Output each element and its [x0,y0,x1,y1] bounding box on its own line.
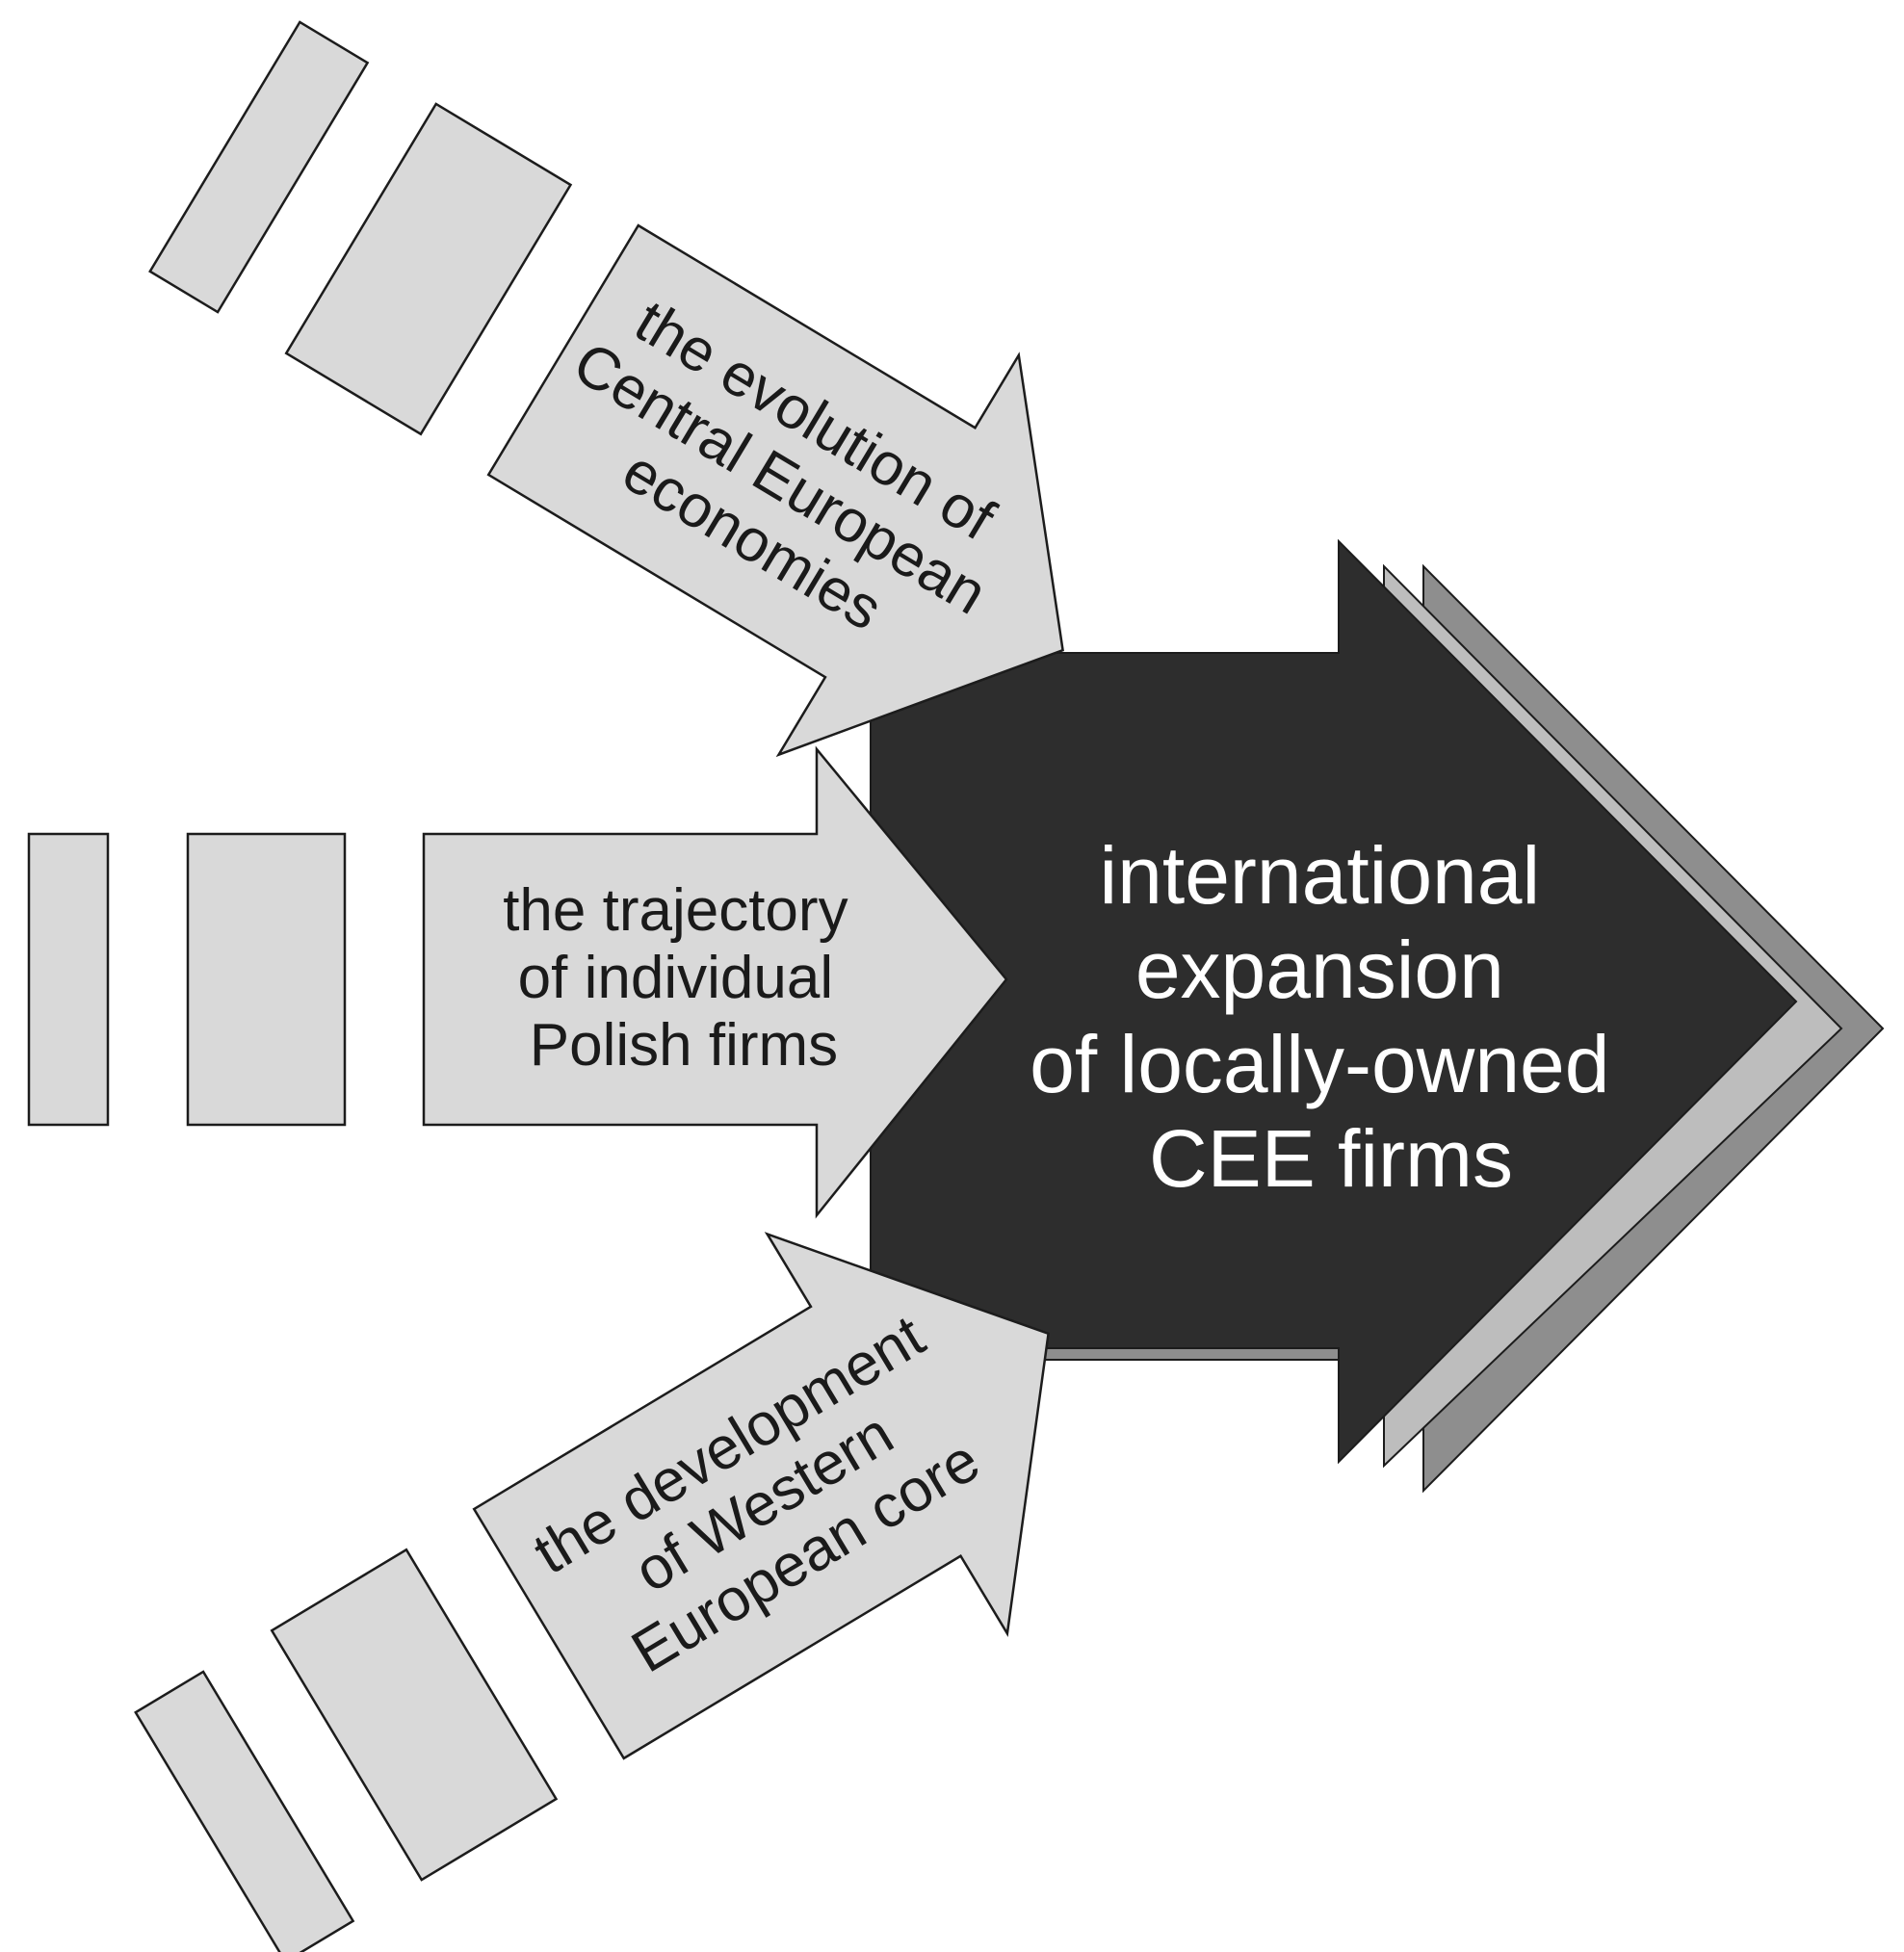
middle-arrow-label: the trajectory of individual Polish firm… [503,877,865,1079]
middle-arrow-label-line: the trajectory [503,877,848,944]
target-label-line: international [1100,830,1541,921]
target-label-line: expansion [1135,924,1504,1015]
middle-block-small [27,832,110,1127]
middle-arrow [422,745,1008,1219]
top-arrow [486,223,1064,758]
top-block-small [148,20,370,314]
bottom-arrow [472,1232,1050,1760]
target-arrow-group: international expansion of locally-owned… [870,538,1885,1494]
top-block-large [284,102,573,436]
target-label: international expansion of locally-owned… [1030,830,1632,1204]
middle-arrow-label-line: of individual [518,945,833,1011]
bottom-block-small [134,1670,355,1952]
middle-block-large [186,832,347,1127]
target-label-line: CEE firms [1149,1113,1513,1204]
target-label-line: of locally-owned [1030,1019,1609,1109]
middle-arrow-label-line: Polish firms [530,1012,838,1079]
bottom-block-large [270,1548,559,1882]
middle-input-group: the trajectory of individual Polish firm… [27,745,1008,1219]
